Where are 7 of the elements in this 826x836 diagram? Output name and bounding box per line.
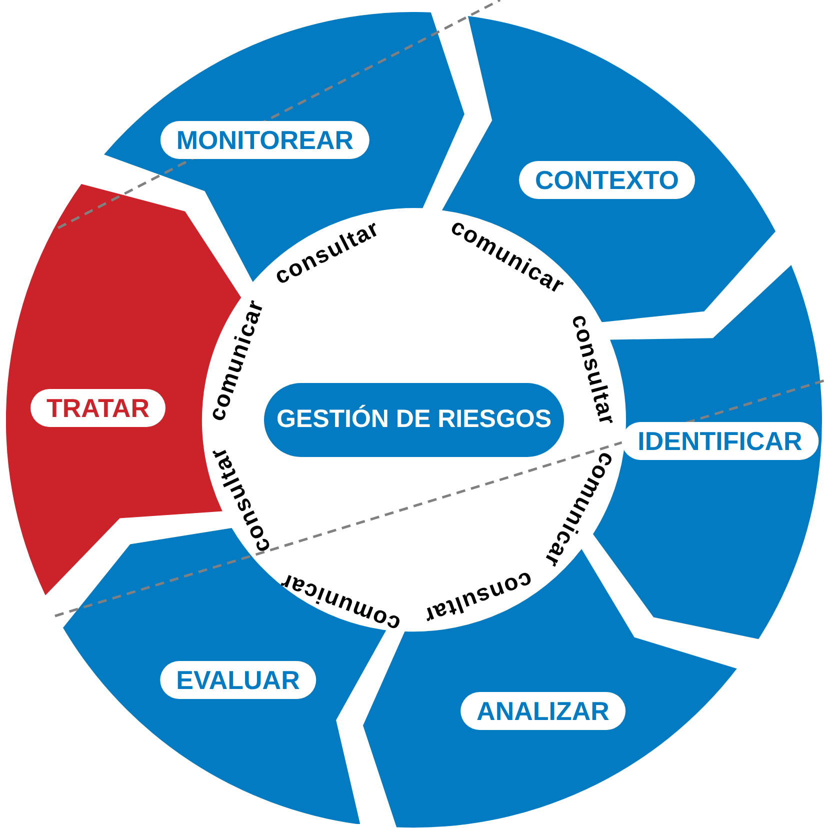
step-label: MONITOREAR <box>160 120 370 159</box>
step-label: CONTEXTO <box>519 160 695 199</box>
step-label: IDENTIFICAR <box>622 422 818 460</box>
step-label: EVALUAR <box>160 660 316 699</box>
center-title: GESTIÓN DE RIESGOS <box>276 404 552 436</box>
step-label: TRATAR <box>30 388 166 427</box>
step-label: ANALIZAR <box>460 692 626 730</box>
